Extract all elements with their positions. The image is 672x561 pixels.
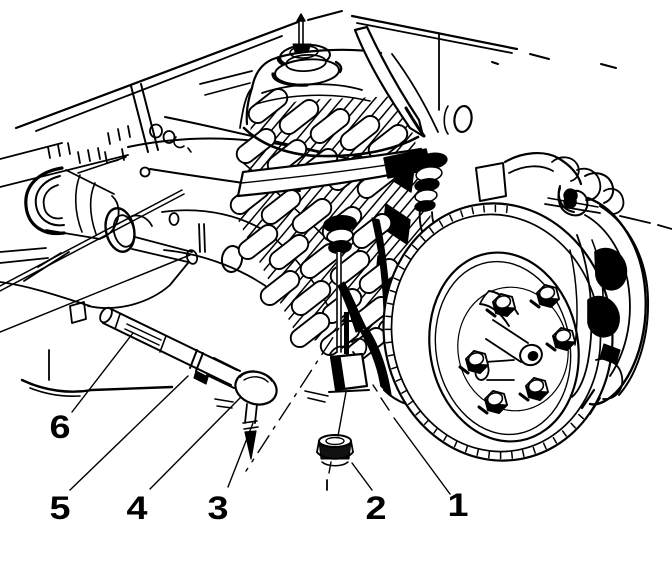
svg-text:2: 2	[365, 491, 386, 527]
svg-text:5: 5	[49, 491, 70, 527]
svg-text:3: 3	[207, 491, 228, 527]
svg-text:6: 6	[49, 410, 70, 446]
svg-text:1: 1	[447, 488, 468, 524]
svg-text:4: 4	[126, 491, 148, 527]
